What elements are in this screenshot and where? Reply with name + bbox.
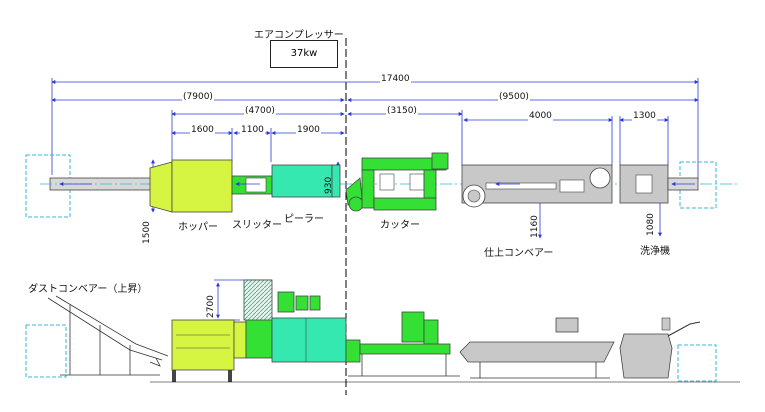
label-washer: 洗浄機 xyxy=(640,246,670,257)
dim-slitter-len: 1100 xyxy=(240,125,265,135)
right-dashed-zone-elev xyxy=(677,344,717,382)
label-finish-conveyor: 仕上コンベアー xyxy=(484,248,554,259)
dim-conveyor-len: 4000 xyxy=(528,111,553,121)
peeler-plan xyxy=(271,164,333,198)
finish-conveyor-elev xyxy=(459,341,615,363)
dimension-lines xyxy=(51,78,699,321)
hopper-plan xyxy=(171,159,233,213)
label-peeler: ピーラー xyxy=(284,214,324,225)
dim-total: 17400 xyxy=(380,74,411,84)
label-cutter: カッター xyxy=(380,220,420,231)
dim-conveyor-height: 1160 xyxy=(530,215,540,238)
label-dust-conveyor: ダストコンベアー（上昇） xyxy=(28,284,148,295)
hopper-elev xyxy=(171,319,235,371)
dust-conveyor-elev xyxy=(47,295,169,376)
dim-right-sub: (3150) xyxy=(386,106,418,116)
label-hopper: ホッパー xyxy=(178,222,218,233)
dim-peeler-len: 1900 xyxy=(296,125,321,135)
label-slitter: スリッター xyxy=(232,220,282,231)
left-dashed-zone-elev xyxy=(25,324,67,378)
peeler-elev xyxy=(271,317,347,363)
dim-washer-height: 1080 xyxy=(646,213,656,236)
elevation-tower xyxy=(243,279,273,321)
air-compressor-title: エアコンプレッサー xyxy=(254,30,344,41)
dim-washer-len: 1300 xyxy=(632,111,657,121)
air-compressor-box: 37kw xyxy=(270,40,338,68)
washer-elev xyxy=(619,333,673,379)
dim-hopper-len: 1600 xyxy=(190,125,215,135)
dim-left-sub: (4700) xyxy=(244,106,276,116)
dim-hopper-height: 1500 xyxy=(142,221,152,244)
dim-elevation-height: 2700 xyxy=(206,295,216,318)
dim-left-total: (7900) xyxy=(182,92,214,102)
cutter-elev xyxy=(401,311,425,343)
dim-peeler-height: 930 xyxy=(324,176,334,194)
dim-right-total: (9500) xyxy=(498,92,530,102)
